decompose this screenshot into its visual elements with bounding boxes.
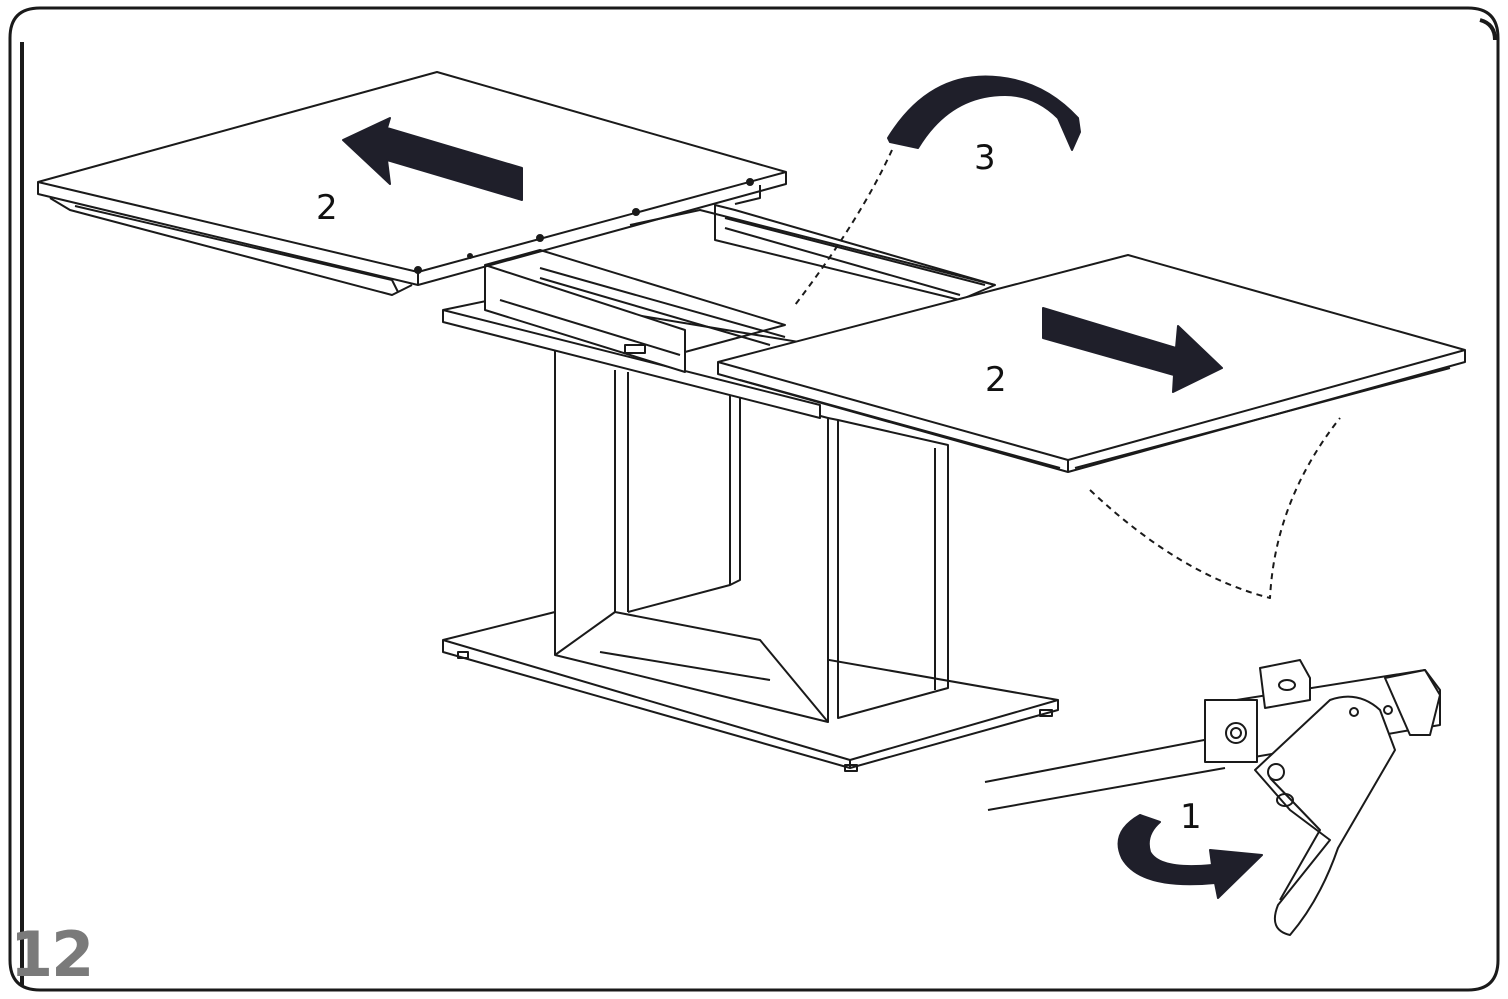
rail-bar-detail [984, 735, 1226, 811]
frame-border [8, 6, 1500, 992]
dashed-flip-path [794, 149, 893, 306]
callout-flip-center: 3 [974, 138, 996, 178]
release-lever [1254, 695, 1396, 936]
step-number: 12 [10, 918, 94, 991]
straight-arrow-left [342, 117, 523, 201]
straight-arrow-right [1042, 307, 1223, 393]
table-leaf-right [717, 254, 1466, 461]
table-leaf-left [37, 71, 787, 273]
callout-pull-right: 2 [985, 360, 1007, 400]
table-drawing [37, 71, 1466, 936]
frame-shadow [20, 18, 1497, 985]
dashed-swing-path [1089, 417, 1341, 599]
curved-arrow-flip [887, 75, 1081, 151]
callout-pull-left: 2 [316, 188, 338, 228]
rail-frame [442, 309, 821, 419]
curved-arrow-rotate [1117, 814, 1263, 899]
callout-release-lever: 1 [1180, 797, 1202, 837]
